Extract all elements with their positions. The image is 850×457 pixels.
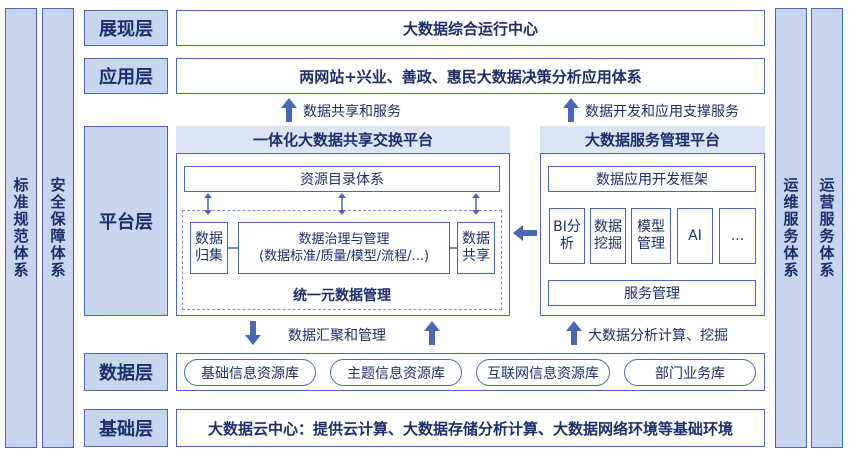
data-collect-box: 数据归集 bbox=[190, 222, 228, 274]
presentation-layer-label: 展现层 bbox=[84, 10, 168, 46]
service-platform-title: 大数据服务管理平台 bbox=[540, 126, 765, 154]
operation-service-bar: 运营服务体系 bbox=[811, 8, 843, 448]
analysis-mining-label: 大数据分析计算、挖掘 bbox=[588, 328, 728, 344]
ops-service-bar: 运维服务体系 bbox=[775, 8, 807, 448]
foundation-content: 大数据云中心：提供云计算、大数据存储分析计算、大数据网络环境等基础环境 bbox=[176, 409, 765, 447]
double-arrow-middle bbox=[338, 193, 346, 215]
exchange-platform bbox=[176, 126, 510, 316]
module-ai: AI bbox=[677, 208, 713, 264]
module-more: ... bbox=[719, 208, 756, 264]
aggregate-manage-label: 数据汇聚和管理 bbox=[288, 328, 386, 344]
up-arrow-analysis bbox=[566, 321, 582, 345]
up-arrow-dev bbox=[563, 98, 579, 122]
standards-system-bar: 标准规范体系 bbox=[5, 8, 37, 448]
share-service-label: 数据共享和服务 bbox=[303, 104, 401, 120]
left-arrow-platforms bbox=[513, 225, 537, 241]
double-arrow-right bbox=[472, 193, 480, 215]
service-management: 服务管理 bbox=[548, 280, 756, 306]
up-arrow-share bbox=[281, 98, 297, 122]
down-arrow-aggregate bbox=[245, 321, 261, 345]
connector-arrow-left bbox=[228, 247, 238, 249]
security-system-bar: 安全保障体系 bbox=[42, 8, 74, 448]
data-layer-label: 数据层 bbox=[84, 353, 168, 391]
data-share-box: 数据共享 bbox=[457, 222, 495, 274]
platform-layer-label: 平台层 bbox=[84, 126, 168, 316]
standards-system-label: 标准规范体系 bbox=[11, 177, 30, 279]
governance-line2: (数据标准/质量/模型/流程/...) bbox=[258, 249, 430, 264]
governance-line1: 数据治理与管理 bbox=[298, 232, 390, 247]
module-bi: BI分析 bbox=[549, 208, 585, 264]
double-arrow-left bbox=[204, 193, 212, 215]
topic-info-db: 主题信息资源库 bbox=[330, 359, 462, 386]
application-layer-label: 应用层 bbox=[84, 58, 168, 94]
data-governance-box: 数据治理与管理 (数据标准/质量/模型/流程/...) bbox=[238, 222, 450, 274]
basic-info-db: 基础信息资源库 bbox=[184, 359, 316, 386]
exchange-platform-title: 一体化大数据共享交换平台 bbox=[176, 126, 510, 154]
unified-metadata-label: 统一元数据管理 bbox=[293, 288, 391, 304]
up-arrow-aggregate bbox=[424, 321, 440, 345]
foundation-layer-label: 基础层 bbox=[84, 409, 168, 447]
presentation-content: 大数据综合运行中心 bbox=[176, 10, 765, 46]
application-content: 两网站+兴业、善政、惠民大数据决策分析应用体系 bbox=[176, 58, 765, 94]
module-model: 模型管理 bbox=[631, 208, 671, 264]
operation-service-label: 运营服务体系 bbox=[817, 177, 836, 279]
resource-catalog: 资源目录体系 bbox=[184, 166, 500, 192]
internet-info-db: 互联网信息资源库 bbox=[476, 359, 610, 386]
dev-support-label: 数据开发和应用支撑服务 bbox=[585, 104, 739, 120]
app-dev-framework: 数据应用开发框架 bbox=[548, 166, 756, 192]
connector-arrow-right bbox=[450, 247, 457, 249]
department-business-db: 部门业务库 bbox=[624, 359, 756, 386]
ops-service-label: 运维服务体系 bbox=[781, 177, 800, 279]
module-mining: 数据挖掘 bbox=[590, 208, 626, 264]
security-system-label: 安全保障体系 bbox=[48, 177, 67, 279]
